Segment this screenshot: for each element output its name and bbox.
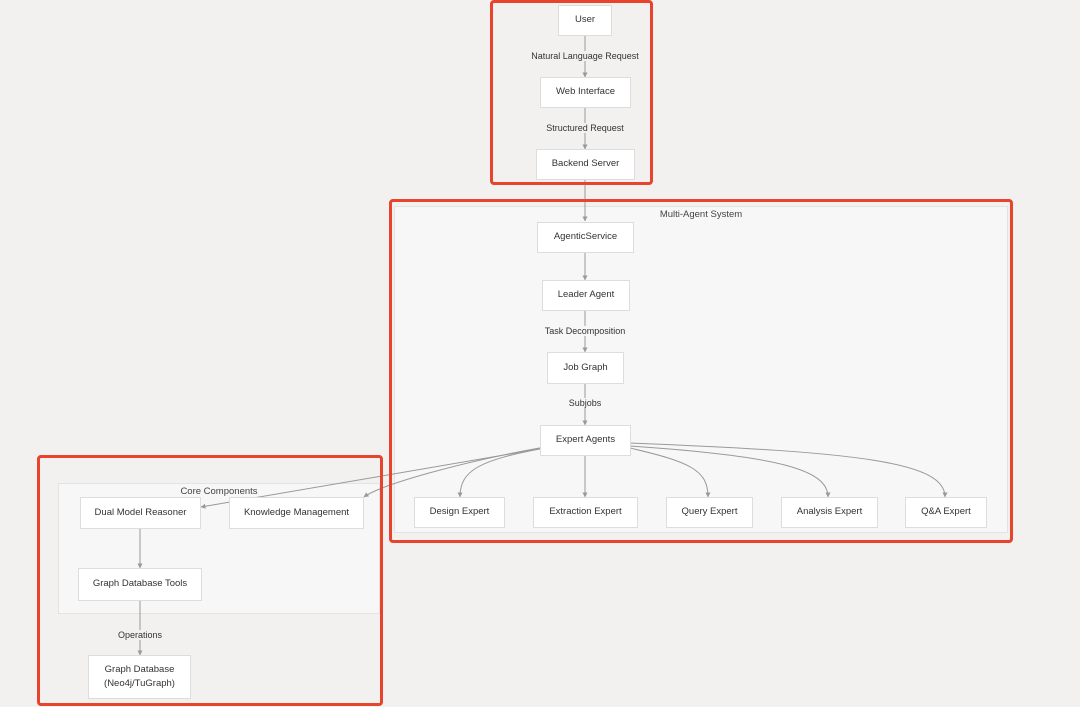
- cluster-title: Core Components: [180, 486, 258, 497]
- edge-expert-query: [629, 447, 711, 498]
- node-analysis-expert[interactable]: Analysis Expert: [781, 497, 878, 528]
- edge-expert-qa: [629, 442, 948, 498]
- node-qa-expert[interactable]: Q&A Expert: [905, 497, 987, 528]
- node-query-expert[interactable]: Query Expert: [666, 497, 753, 528]
- edge-label-subjobs: Subjobs: [567, 398, 603, 408]
- edge-expert-knowledge: [363, 446, 546, 498]
- node-web-interface[interactable]: Web Interface: [540, 77, 631, 108]
- cluster-multi-agent-system: Multi-Agent System: [394, 206, 1008, 533]
- edge-label-structured-request: Structured Request: [545, 123, 625, 133]
- node-leader-agent[interactable]: Leader Agent: [542, 280, 630, 311]
- cluster-title: Multi-Agent System: [659, 209, 743, 220]
- edge-label-natural-language-request: Natural Language Request: [530, 51, 640, 61]
- node-user[interactable]: User: [558, 5, 612, 36]
- node-design-expert[interactable]: Design Expert: [414, 497, 505, 528]
- edge-expert-analysis: [629, 445, 831, 498]
- node-graph-database-tools[interactable]: Graph Database Tools: [78, 568, 202, 601]
- node-extraction-expert[interactable]: Extraction Expert: [533, 497, 638, 528]
- node-agentic-service[interactable]: AgenticService: [537, 222, 634, 253]
- edge-label-operations: Operations: [116, 630, 164, 640]
- edge-expert-design: [457, 447, 546, 498]
- edge-label-task-decomposition: Task Decomposition: [543, 326, 627, 336]
- node-job-graph[interactable]: Job Graph: [547, 352, 624, 384]
- node-backend-server[interactable]: Backend Server: [536, 149, 635, 180]
- node-expert-agents[interactable]: Expert Agents: [540, 425, 631, 456]
- node-knowledge-management[interactable]: Knowledge Management: [229, 497, 364, 529]
- node-graph-database[interactable]: Graph Database (Neo4j/TuGraph): [88, 655, 191, 699]
- node-dual-model-reasoner[interactable]: Dual Model Reasoner: [80, 497, 201, 529]
